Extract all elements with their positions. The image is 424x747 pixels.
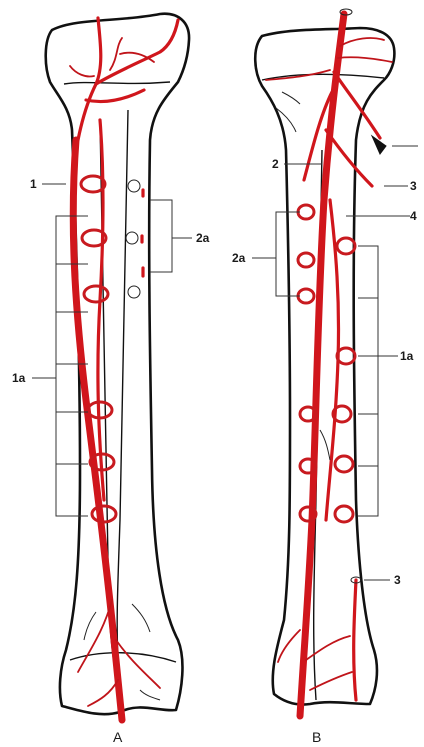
panel-a-bracket-2a — [150, 200, 172, 272]
label-a-2a: 2a — [196, 231, 210, 245]
panel-b-label: B — [312, 729, 321, 745]
label-b-4: 4 — [410, 209, 417, 223]
label-b-1a: 1a — [400, 349, 414, 363]
label-b-3-bottom: 3 — [394, 573, 401, 587]
label-a-1: 1 — [30, 177, 37, 191]
label-b-2: 2 — [272, 157, 279, 171]
panel-b-bracket-1a — [358, 246, 378, 516]
panel-b-tibia: 2 3 4 2a 1a 3 B — [232, 9, 418, 745]
panel-a-label: A — [113, 729, 123, 745]
label-a-1a: 1a — [12, 371, 26, 385]
panel-a-tibia: 1 2a 1a A — [12, 14, 210, 745]
label-b-2a: 2a — [232, 251, 246, 265]
label-b-3-top: 3 — [410, 179, 417, 193]
